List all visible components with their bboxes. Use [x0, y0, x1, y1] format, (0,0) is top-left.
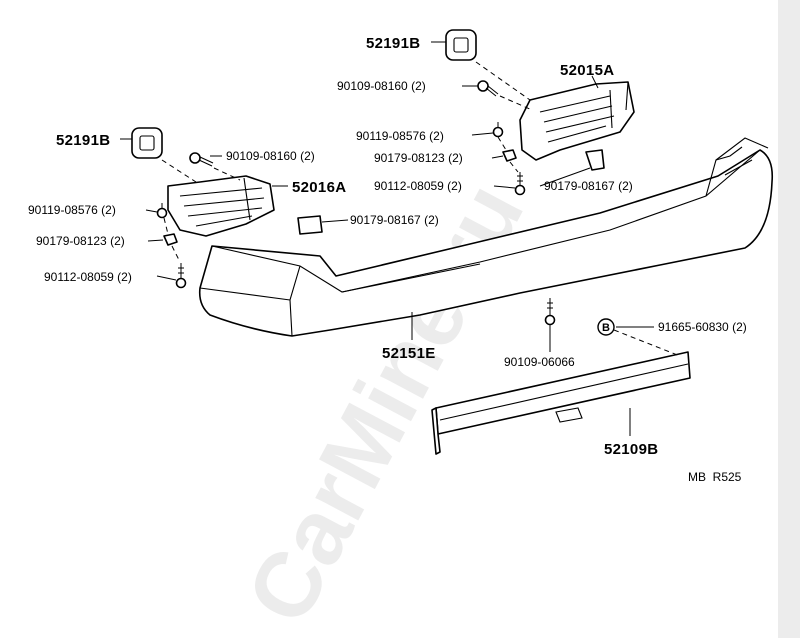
- label-90179-08167-left: 90179-08167 (2): [350, 213, 439, 227]
- screw-90119-08576-left[interactable]: [156, 203, 168, 219]
- label-90109-08160-top: 90109-08160 (2): [337, 79, 426, 93]
- label-52151e: 52151E: [382, 345, 436, 362]
- label-90179-08167-right: 90179-08167 (2): [544, 179, 633, 193]
- svg-text:B: B: [602, 322, 610, 334]
- nut-90179-08123-right[interactable]: [502, 149, 517, 162]
- label-90109-08160-left: 90109-08160 (2): [226, 149, 315, 163]
- rear-bumper-exploded-diagram: CarMine.ru: [28, 29, 774, 638]
- label-52109b: 52109B: [604, 441, 658, 458]
- retainer-52191b-top[interactable]: [445, 29, 477, 61]
- label-90179-08123-right: 90179-08123 (2): [374, 151, 463, 165]
- screw-90109-06066[interactable]: [544, 298, 556, 326]
- label-90109-06066: 90109-06066: [504, 355, 575, 369]
- bolt-90109-08160-top[interactable]: [477, 80, 499, 97]
- nut-90179-08123-left[interactable]: [163, 233, 178, 246]
- bracket-52015a[interactable]: [519, 81, 635, 161]
- leader-lines: [120, 41, 654, 436]
- bumper-cover-52151e[interactable]: [198, 137, 774, 337]
- label-90119-08576-right: 90119-08576 (2): [356, 129, 444, 143]
- diagram-code: MB R525: [688, 470, 742, 484]
- label-91665-60830: 91665-60830 (2): [658, 320, 747, 334]
- bolt-90109-08160-left[interactable]: [189, 152, 214, 167]
- screw-90112-08059-right[interactable]: [514, 172, 526, 196]
- clip-90179-08167-right[interactable]: [585, 149, 605, 171]
- retainer-52191b-left[interactable]: [131, 127, 163, 159]
- label-90112-08059-right: 90112-08059 (2): [374, 179, 462, 193]
- bracket-52016a[interactable]: [167, 175, 275, 237]
- label-52191b-top: 52191B: [366, 35, 420, 52]
- label-90179-08123-left: 90179-08123 (2): [36, 234, 125, 248]
- label-90119-08576-left: 90119-08576 (2): [28, 203, 116, 217]
- reference-marker-b: B: [597, 318, 615, 336]
- clip-90179-08167-left[interactable]: [297, 215, 323, 235]
- screw-90112-08059-left[interactable]: [175, 263, 187, 289]
- label-90112-08059-left: 90112-08059 (2): [44, 270, 132, 284]
- assembly-dashed-lines: [161, 61, 681, 357]
- label-52191b-left: 52191B: [56, 132, 110, 149]
- reinforcement-52109b[interactable]: [431, 351, 691, 455]
- screw-90119-08576-right[interactable]: [492, 122, 504, 138]
- label-52015a: 52015A: [560, 62, 614, 79]
- label-52016a: 52016A: [292, 179, 346, 196]
- page-margin-strip: [778, 0, 800, 638]
